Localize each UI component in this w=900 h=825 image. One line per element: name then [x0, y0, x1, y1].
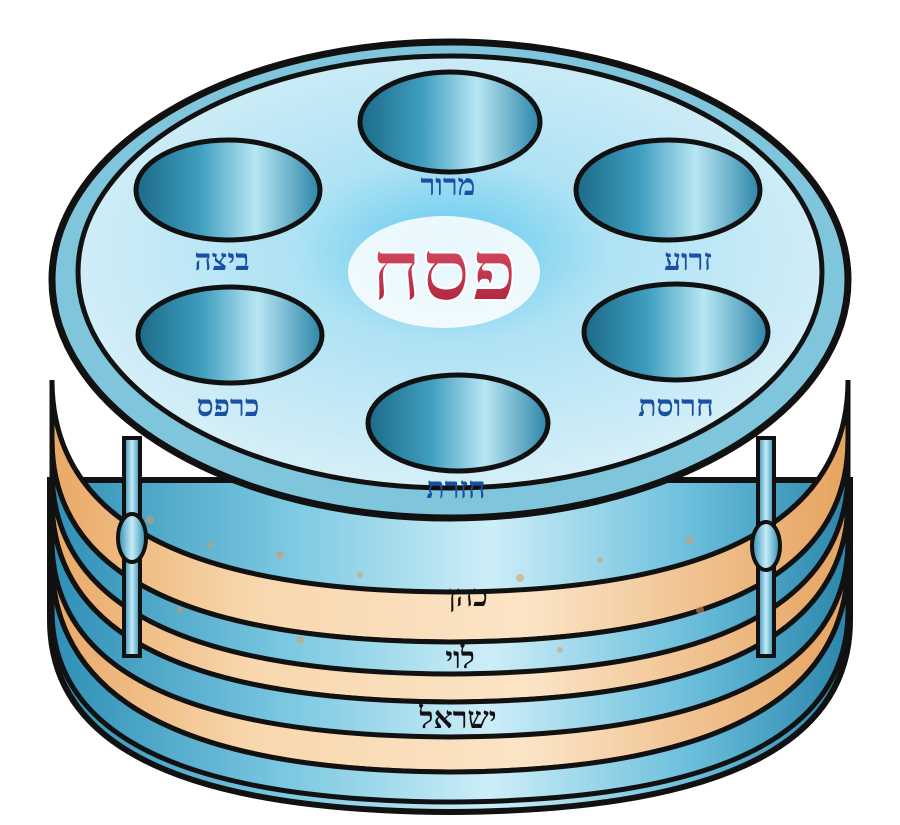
- center-title: פסח: [348, 216, 540, 328]
- label-kohen: כהן: [448, 579, 488, 614]
- bowl-zeroa: [573, 137, 763, 243]
- label-charoset: חרוסת: [638, 389, 714, 424]
- tier-kohen: [49, 379, 851, 677]
- bowl-beitzah: [133, 137, 323, 243]
- bowl-chazeret: [365, 372, 551, 474]
- label-maror: מרור: [421, 168, 476, 203]
- label-zeroa: זרוע: [664, 243, 712, 278]
- label-yisrael: ישראל: [418, 701, 496, 736]
- label-levi: לוי: [445, 641, 475, 676]
- bowl-karpas: [135, 284, 325, 386]
- support-pole-left: [116, 436, 148, 658]
- bowl-maror: [357, 69, 543, 175]
- support-pole-right: [750, 436, 782, 658]
- label-karpas: כרפס: [197, 389, 260, 424]
- label-beitzah: ביצה: [194, 243, 249, 278]
- label-chazeret: חזרת: [426, 471, 485, 506]
- passover-title: פסח: [371, 220, 518, 321]
- bowl-charoset: [581, 281, 771, 383]
